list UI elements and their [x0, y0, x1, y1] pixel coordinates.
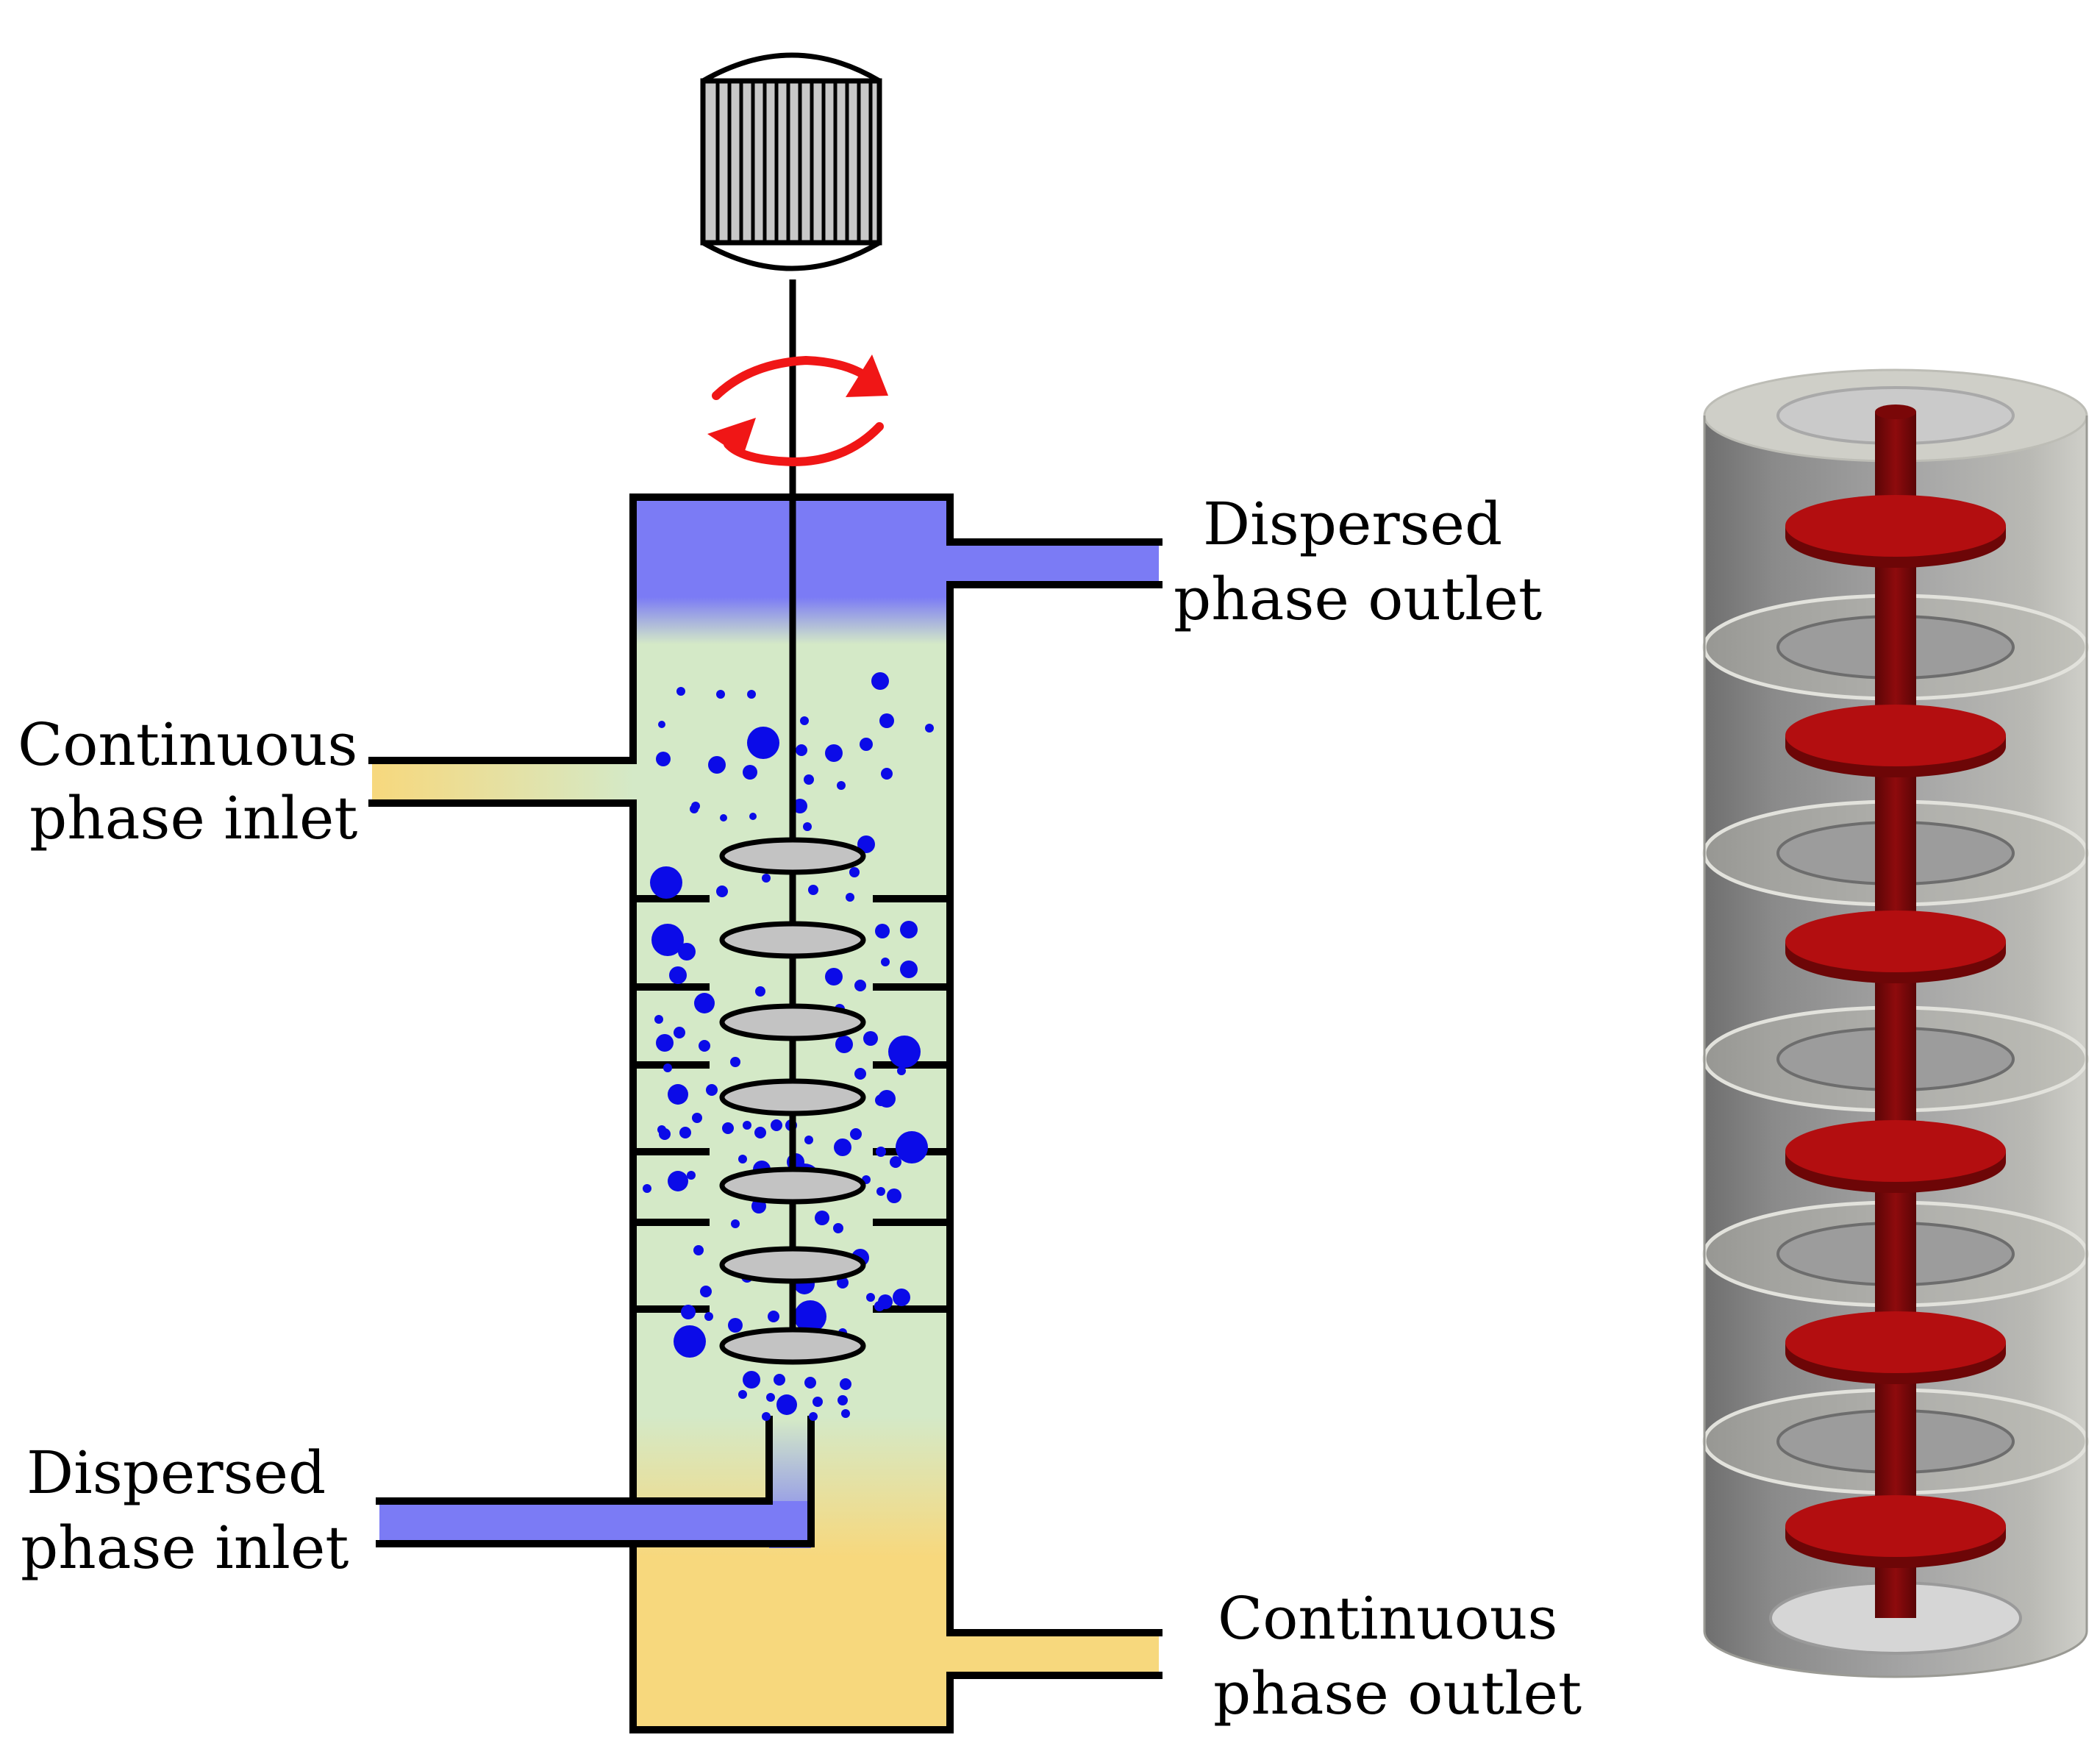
continuous-inlet-label-line2: phase inlet: [29, 784, 357, 852]
rotor-discs-3d: [1785, 495, 2006, 1568]
rotor-shaft: [1875, 412, 1916, 1618]
rotor-shaft-top: [1875, 404, 1916, 419]
rotor-discs: [719, 837, 866, 1365]
motor-icon: [700, 52, 882, 271]
dispersed-inlet-label-line1: Dispersed: [26, 1439, 326, 1507]
dispersed-outlet-label-line1: Dispersed: [1203, 490, 1502, 558]
rotation-arrowheads: [707, 354, 888, 457]
schematic-column: Dispersed phase outlet Continuous phase …: [18, 52, 1582, 1733]
rotor-disc: [1785, 1311, 2006, 1384]
dispersed-outlet-label-line2: phase outlet: [1174, 565, 1542, 633]
column-3d-model: [1702, 368, 2089, 1678]
dispersed-inlet-pipe-horizontal: [379, 1501, 811, 1544]
dispersed-inlet-label-line2: phase inlet: [21, 1514, 349, 1582]
continuous-inlet-pipe: [372, 760, 633, 803]
rotor-disc: [1785, 1120, 2006, 1193]
rotor-disc: [1785, 705, 2006, 777]
continuous-outlet-label-line1: Continuous: [1218, 1584, 1557, 1653]
cylinder-edges: [1703, 416, 2088, 1678]
continuous-inlet-label-line1: Continuous: [18, 710, 357, 779]
rotor-disc: [1785, 910, 2006, 983]
rotor-disc: [1785, 495, 2006, 568]
continuous-outlet-pipe: [950, 1633, 1159, 1675]
dispersed-outlet-pipe: [950, 542, 1159, 585]
continuous-outlet-label-line2: phase outlet: [1213, 1659, 1582, 1728]
rotor-disc: [1785, 1495, 2006, 1568]
